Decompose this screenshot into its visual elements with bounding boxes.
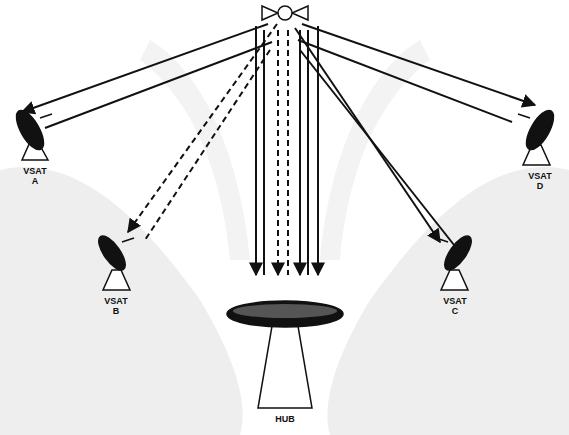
link-arrows [22, 24, 535, 275]
station-label: VSAT A [23, 166, 46, 186]
hub-dish [227, 301, 343, 408]
vsat-dish [436, 232, 476, 290]
station-label: VSAT D [528, 171, 551, 191]
vsat-terminal: VSAT B [104, 296, 127, 316]
vsat-dish [11, 106, 52, 160]
vsat-terminal: VSAT A [23, 166, 46, 186]
vsat-dish [518, 106, 559, 165]
station-label: VSAT C [443, 296, 466, 316]
hub-station: HUB [275, 414, 295, 424]
vsat-dish [94, 232, 134, 290]
background-swirl [0, 40, 569, 435]
station-label: VSAT B [104, 296, 127, 316]
vsat-terminal: VSAT C [443, 296, 466, 316]
dashed-link [128, 24, 288, 275]
satellite-symbol [262, 6, 308, 20]
station-label: HUB [275, 414, 295, 424]
vsat-terminal: VSAT D [528, 171, 551, 191]
